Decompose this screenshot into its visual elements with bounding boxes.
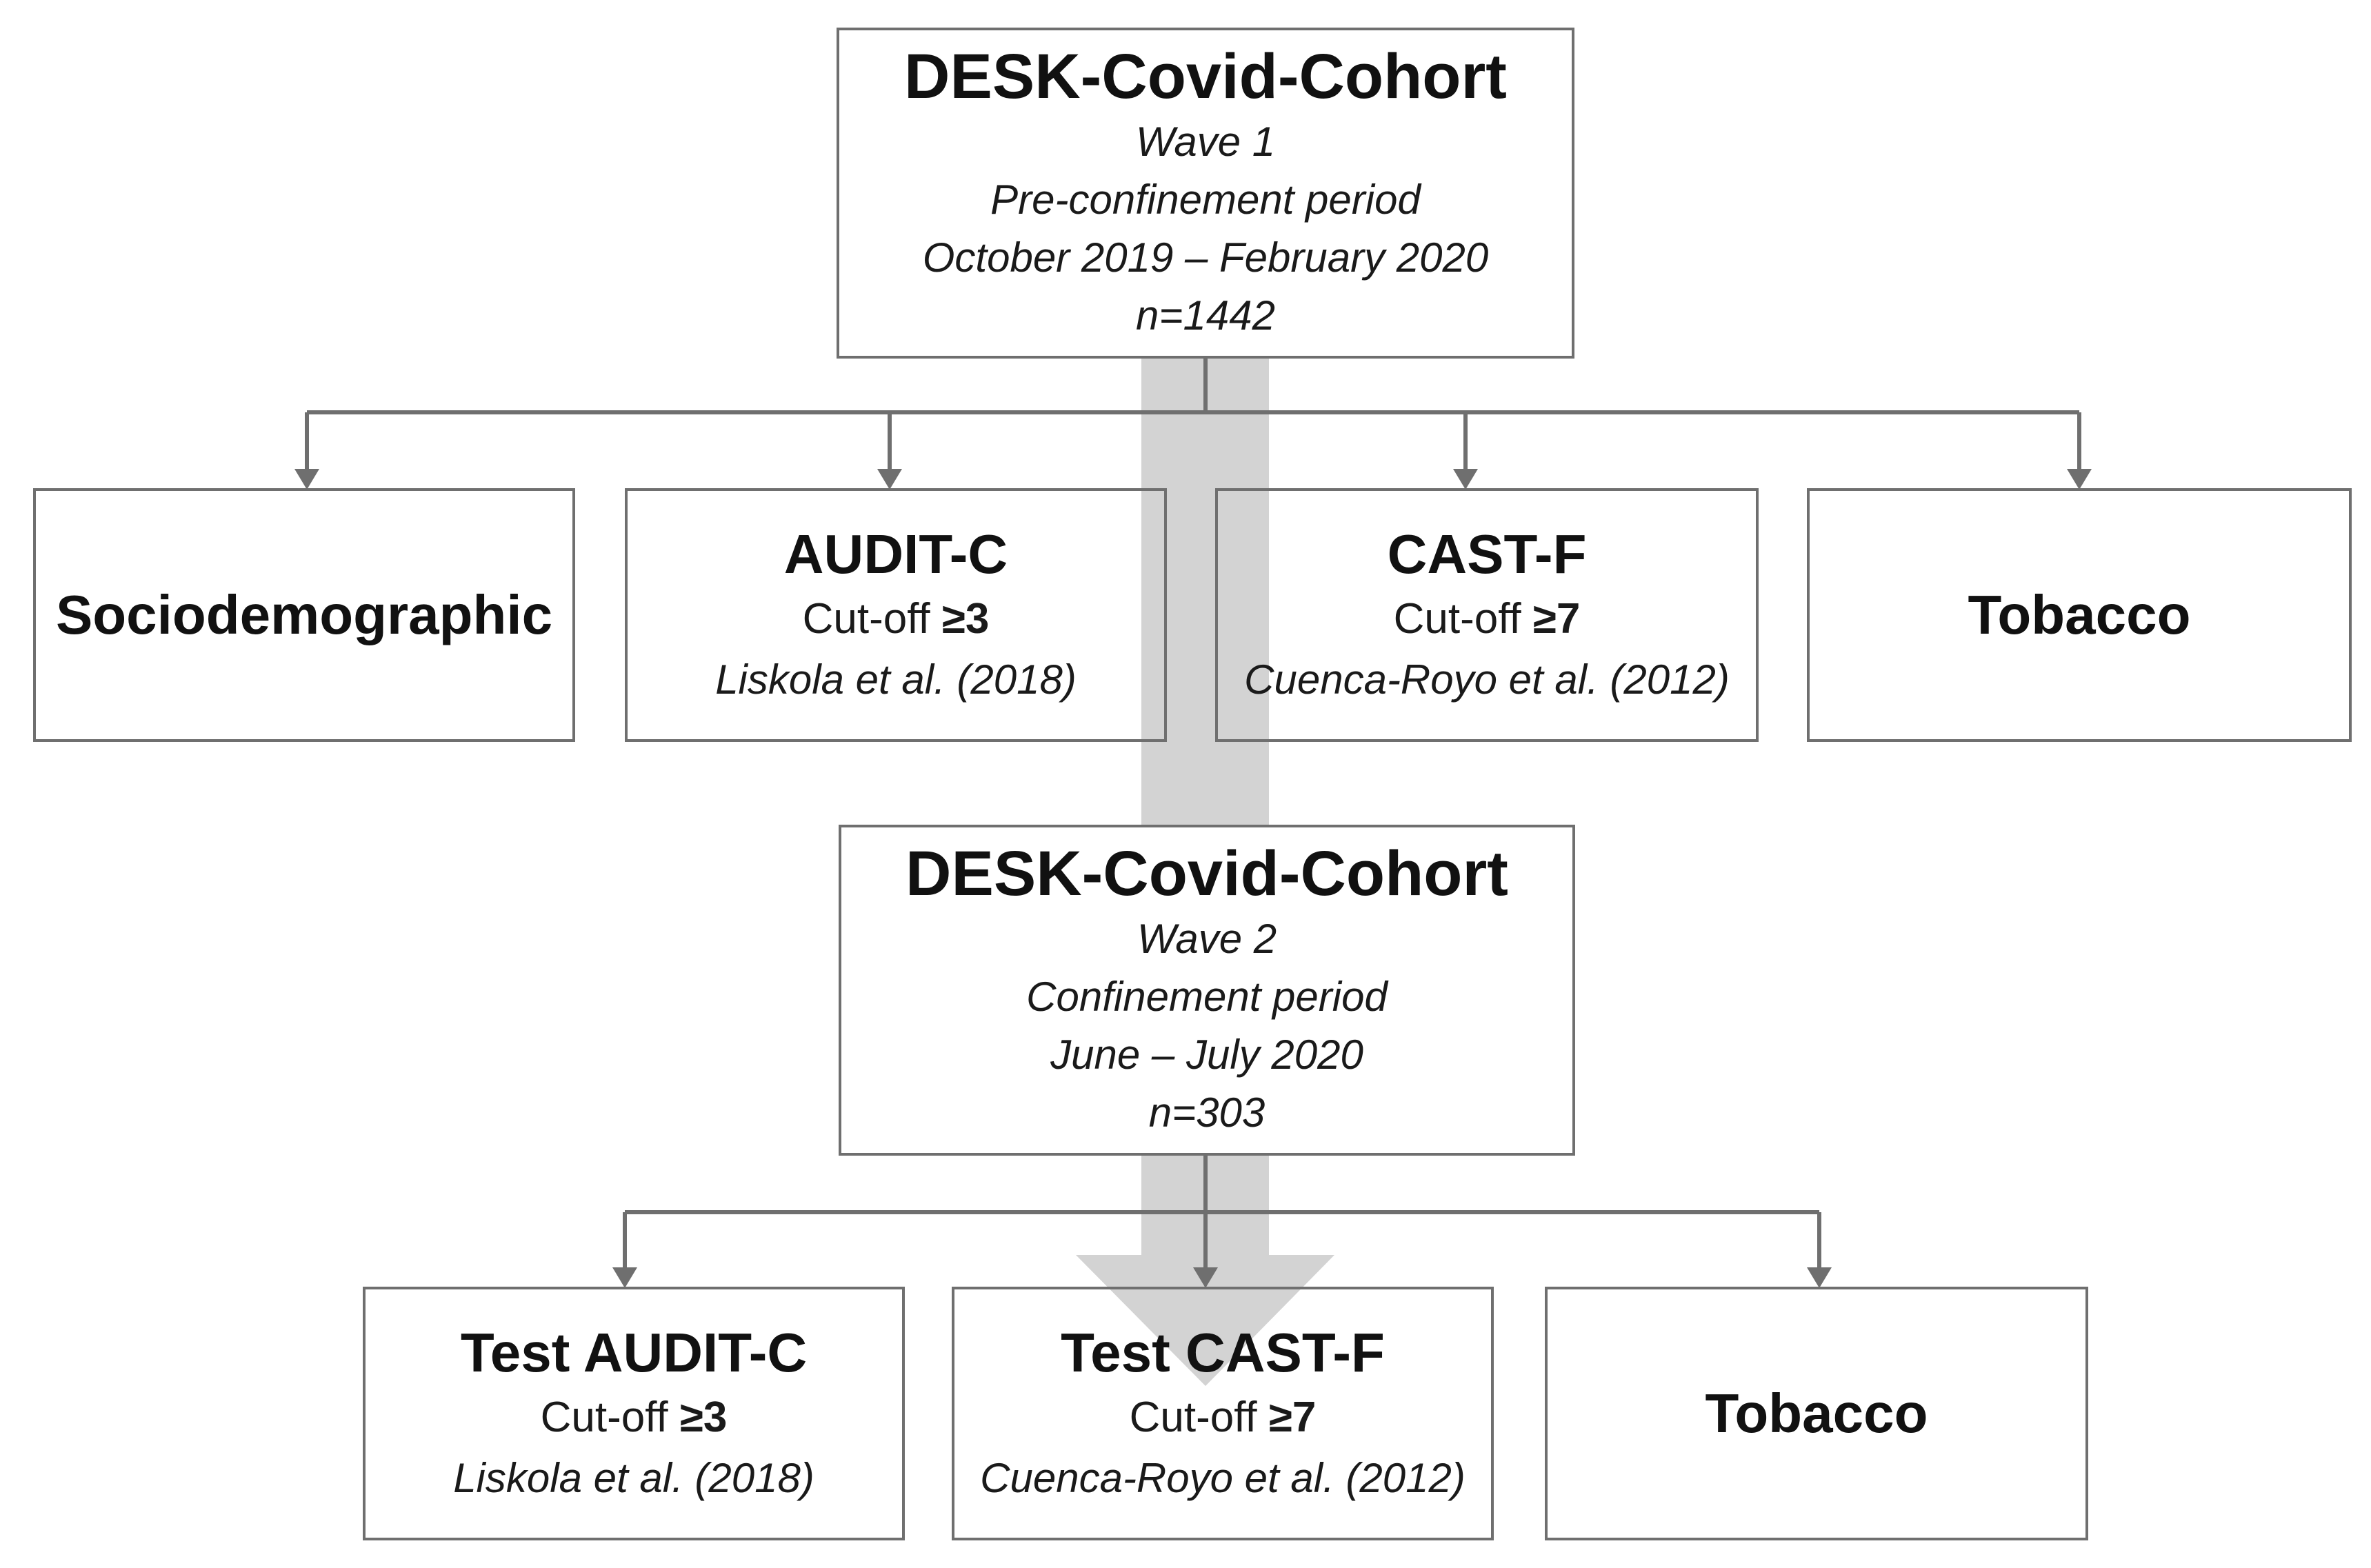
cast-f-cutoff: Cut-off ≥7 <box>1393 595 1581 643</box>
arrowhead-tobacco <box>2067 469 2092 490</box>
wave2-arrowheads <box>612 1267 1832 1288</box>
wave2-box: DESK-Covid-Cohort Wave 2 Confinement per… <box>839 825 1575 1156</box>
wave1-n: n=1442 <box>1136 292 1275 339</box>
test-audit-c-title: Test AUDIT-C <box>460 1322 808 1383</box>
test-cast-f-reference: Cuenca-Royo et al. (2012) <box>980 1455 1465 1501</box>
wave2-title: DESK-Covid-Cohort <box>906 838 1508 909</box>
arrowhead-test-cast <box>1193 1267 1218 1288</box>
arrowhead-test-audit <box>612 1267 637 1288</box>
test-audit-c-cutoff: Cut-off ≥3 <box>540 1394 728 1441</box>
wave2-n: n=303 <box>1148 1089 1265 1136</box>
wave2-wave: Wave 2 <box>1137 915 1277 962</box>
wave1-box: DESK-Covid-Cohort Wave 1 Pre-confinement… <box>837 28 1574 359</box>
audit-c-cutoff: Cut-off ≥3 <box>802 595 990 643</box>
test-audit-c-box: Test AUDIT-C Cut-off ≥3 Liskola et al. (… <box>363 1287 905 1540</box>
wave1-connectors <box>305 359 2081 470</box>
wave1-title: DESK-Covid-Cohort <box>904 41 1507 112</box>
wave1-period: Pre-confinement period <box>990 176 1421 223</box>
test-audit-c-reference: Liskola et al. (2018) <box>453 1455 814 1501</box>
wave1-wave: Wave 1 <box>1135 118 1276 165</box>
cast-f-box: CAST-F Cut-off ≥7 Cuenca-Royo et al. (20… <box>1215 488 1759 742</box>
tobacco-label-wave2: Tobacco <box>1705 1383 1928 1444</box>
arrowhead-sociodemographic <box>294 469 319 490</box>
wave1-dates: October 2019 – February 2020 <box>922 234 1489 281</box>
wave2-connectors <box>623 1156 1821 1269</box>
cast-f-reference: Cuenca-Royo et al. (2012) <box>1244 656 1730 703</box>
tobacco-box-wave2: Tobacco <box>1545 1287 2088 1540</box>
audit-c-title: AUDIT-C <box>783 523 1008 585</box>
audit-c-reference: Liskola et al. (2018) <box>715 656 1077 703</box>
test-cast-f-cutoff: Cut-off ≥7 <box>1129 1394 1317 1441</box>
big-arrow-shaft-upper <box>1141 359 1269 827</box>
wave2-dates: June – July 2020 <box>1050 1031 1363 1078</box>
tobacco-label-wave1: Tobacco <box>1968 584 2191 645</box>
test-cast-f-title: Test CAST-F <box>1061 1322 1385 1383</box>
cast-f-title: CAST-F <box>1387 523 1587 585</box>
tobacco-box-wave1: Tobacco <box>1807 488 2352 742</box>
arrowhead-audit <box>877 469 902 490</box>
test-cast-f-box: Test CAST-F Cut-off ≥7 Cuenca-Royo et al… <box>952 1287 1494 1540</box>
sociodemographic-box: Sociodemographic <box>33 488 575 742</box>
sociodemographic-label: Sociodemographic <box>55 584 553 645</box>
arrowhead-test-tobacco <box>1807 1267 1832 1288</box>
audit-c-box: AUDIT-C Cut-off ≥3 Liskola et al. (2018) <box>625 488 1167 742</box>
wave2-period: Confinement period <box>1026 973 1388 1020</box>
wave1-arrowheads <box>294 469 2092 490</box>
arrowhead-cast <box>1453 469 1478 490</box>
